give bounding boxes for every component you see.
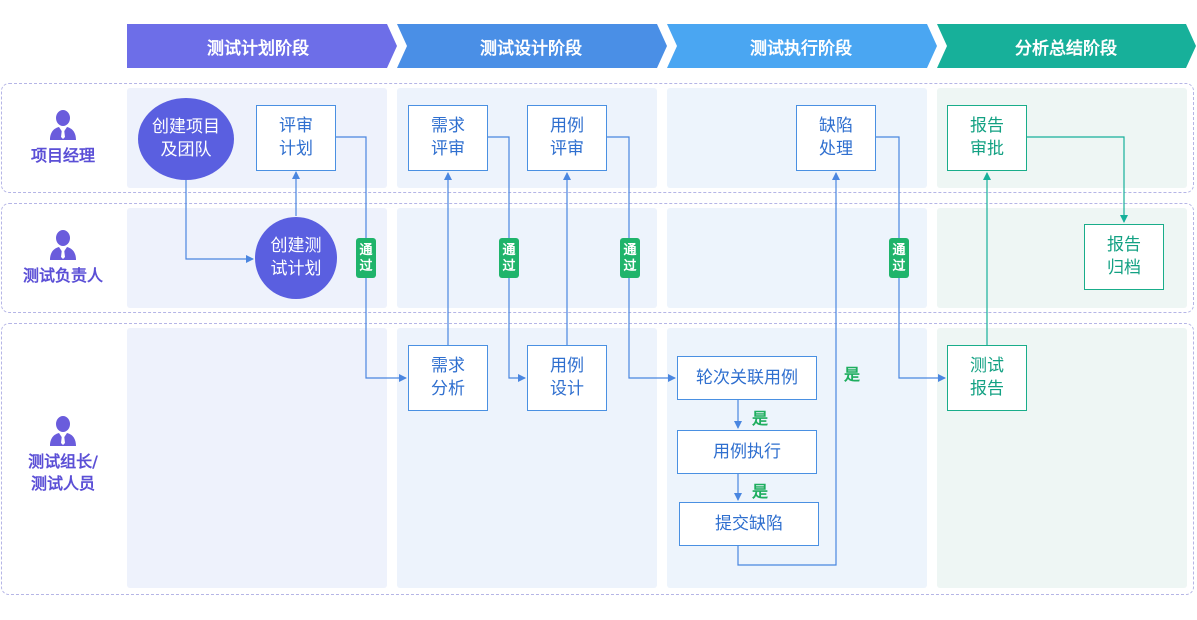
phase-banners <box>127 24 1196 68</box>
role-project-manager: 项目经理 <box>0 88 126 188</box>
node-create-project-team: 创建项目 及团队 <box>138 98 234 180</box>
node-create-test-plan: 创建测 试计划 <box>255 217 337 299</box>
phase-title-plan: 测试计划阶段 <box>207 38 309 59</box>
role-label: 项目经理 <box>30 145 95 165</box>
badge-pass: 通 过 <box>889 238 909 278</box>
node-report-archive: 报告 归档 <box>1084 224 1164 290</box>
node-link-round-cases: 轮次关联用例 <box>677 356 817 400</box>
node-report-approval: 报告 审批 <box>947 105 1027 171</box>
connector-defect-handle-to-test-report <box>876 136 946 382</box>
connector-case-review-to-link-cases <box>607 136 676 382</box>
connector-create-project-to-plan <box>185 180 254 263</box>
zone-exec-lead <box>667 208 927 308</box>
phase-banner-design-shape <box>397 24 667 68</box>
badge-pass: 通 过 <box>356 238 376 278</box>
zone-design-lead <box>397 208 657 308</box>
phase-title-exec: 测试执行阶段 <box>750 38 852 59</box>
node-test-report: 测试 报告 <box>947 345 1027 411</box>
node-submit-defect: 提交缺陷 <box>679 502 819 546</box>
lane-project-manager <box>1 83 1194 193</box>
node-requirement-review: 需求 评审 <box>408 105 488 171</box>
phase-banner-summary-shape <box>937 24 1196 68</box>
user-icon <box>50 109 76 140</box>
lane-test-lead <box>1 203 1194 313</box>
connector-submit-to-defect-handle <box>737 172 840 566</box>
phase-title-design: 测试设计阶段 <box>480 38 582 59</box>
node-review-plan: 评审 计划 <box>256 105 336 171</box>
user-icon <box>50 229 76 260</box>
zone-plan-tester <box>127 328 387 588</box>
node-run-cases: 用例执行 <box>677 430 817 474</box>
role-tester: 测试组长/ 测试人员 <box>0 395 126 515</box>
label-yes: 是 <box>844 365 861 384</box>
lane-tester <box>1 323 1194 595</box>
node-case-design: 用例 设计 <box>527 345 607 411</box>
phase-banner-plan-shape <box>127 24 397 68</box>
role-test-lead: 测试负责人 <box>0 208 126 308</box>
phase-title-summary: 分析总结阶段 <box>1015 38 1117 59</box>
phase-banner-exec-shape <box>667 24 937 68</box>
badge-pass: 通 过 <box>499 238 519 278</box>
node-case-review: 用例 评审 <box>527 105 607 171</box>
label-yes: 是 <box>752 409 769 428</box>
user-icon <box>50 415 76 446</box>
role-label: 测试组长/ 测试人员 <box>28 451 98 493</box>
node-requirement-analysis: 需求 分析 <box>408 345 488 411</box>
badge-pass: 通 过 <box>620 238 640 278</box>
label-yes: 是 <box>752 482 769 501</box>
role-label: 测试负责人 <box>22 265 103 285</box>
connector-approve-to-archive <box>1027 136 1128 223</box>
node-defect-handling: 缺陷 处理 <box>796 105 876 171</box>
